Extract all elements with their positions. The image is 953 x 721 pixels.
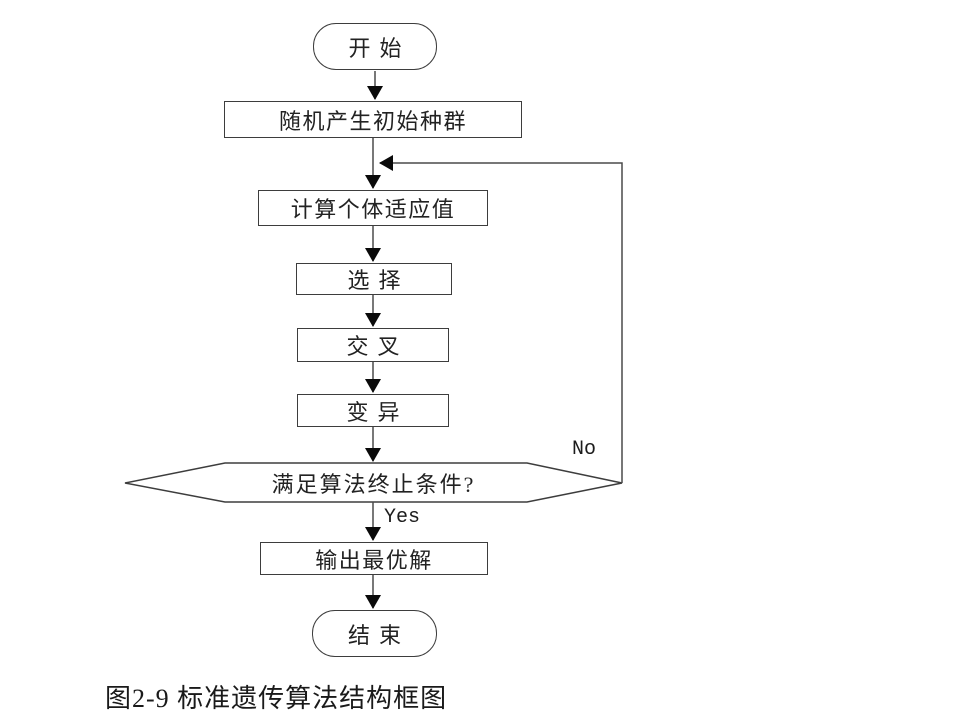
node-calculate-fitness: 计算个体适应值 [258,190,488,226]
node-generate-initial-population: 随机产生初始种群 [224,101,522,138]
node-selection: 选择 [296,263,452,295]
node-output-best-solution: 输出最优解 [260,542,488,575]
edge-label-no: No [572,438,597,461]
connector-no-feedback-loop [379,155,623,483]
node-termination-condition: 满足算法终止条件? [271,471,476,497]
node-end: 结束 [312,610,437,657]
edge-label-yes: Yes [384,506,421,529]
node-crossover: 交叉 [297,328,449,362]
figure-caption: 图2-9 标准遗传算法结构框图 [105,684,448,713]
node-start: 开始 [313,23,437,70]
node-mutation: 变异 [297,394,449,427]
